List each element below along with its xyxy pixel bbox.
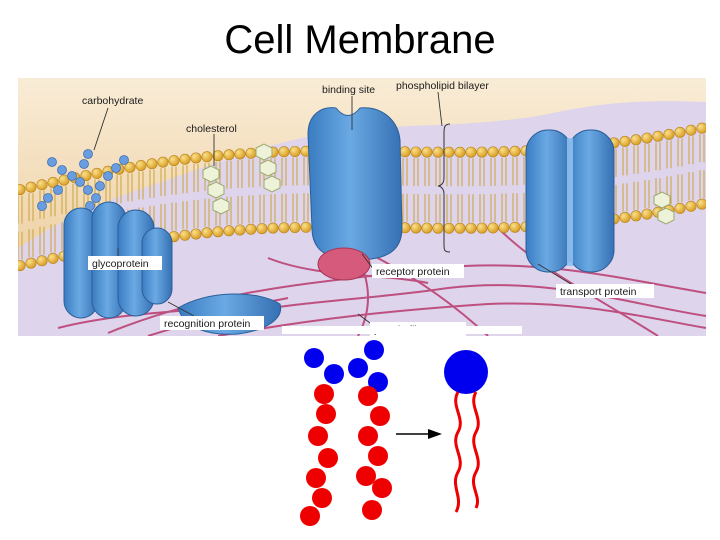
tail-atom [362, 500, 382, 520]
tail-atom [370, 406, 390, 426]
hydrophobic-tail-left [453, 391, 462, 513]
head-atom [324, 364, 344, 384]
glycoprotein-label-box [88, 256, 162, 270]
tail-atom [308, 426, 328, 446]
head-atom [304, 348, 324, 368]
recognition-label-box [160, 316, 264, 330]
label-glycoprotein: glycoprotein [92, 258, 149, 270]
conversion-arrow [396, 429, 442, 439]
tail-atom [316, 404, 336, 424]
extracellular-region [18, 78, 706, 248]
hydrophobic-tail-right [471, 391, 480, 509]
tail-atom [318, 448, 338, 468]
tail-atom [356, 466, 376, 486]
tail-atom [372, 478, 392, 498]
phospholipid-space-filling-model [300, 340, 392, 526]
receptor-label-box [372, 264, 464, 278]
carbohydrate-chain [37, 149, 129, 211]
cell-membrane-illustration: carbohydrate cholesterol binding site ph… [18, 78, 706, 336]
phospholipid-symbol [444, 350, 488, 513]
tail-atom [358, 426, 378, 446]
tail-atom [306, 468, 326, 488]
tail-atom [300, 506, 320, 526]
label-receptor-protein: receptor protein [376, 266, 450, 278]
tail-atom [312, 488, 332, 508]
head-atom [348, 358, 368, 378]
tail-atom [358, 386, 378, 406]
tail-atom [314, 384, 334, 404]
page-title: Cell Membrane [224, 18, 496, 62]
label-transport-protein: transport protein [560, 286, 637, 298]
label-carbohydrate: carbohydrate [82, 95, 143, 107]
cholesterol-molecules [202, 143, 675, 225]
tail-atom [368, 446, 388, 466]
phospholipid-molecule-diagram [282, 326, 522, 526]
head-atom [368, 372, 388, 392]
label-phospholipid-bilayer: phospholipid bilayer [396, 80, 489, 92]
transport-label-box [556, 284, 654, 298]
head-atom [364, 340, 384, 360]
label-binding-site: binding site [322, 84, 375, 96]
receptor-protein [307, 107, 403, 281]
label-recognition-protein: recognition protein [164, 318, 251, 330]
label-cholesterol: cholesterol [186, 123, 237, 135]
hydrophilic-head [444, 350, 488, 394]
